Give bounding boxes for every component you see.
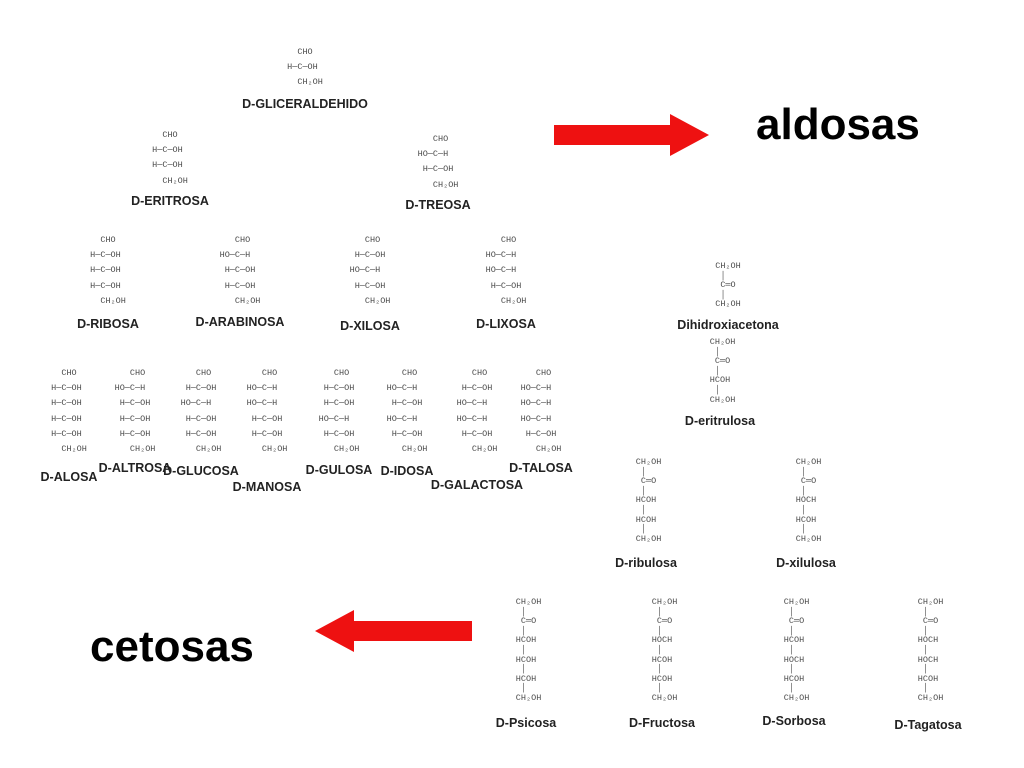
right-arrow-icon	[554, 114, 709, 156]
name-d-galactosa: D-GALACTOSA	[430, 478, 524, 492]
structure-d-alosa: CHO H─C─OH H─C─OH H─C─OH H─C─OH CH₂OH	[51, 368, 87, 455]
name-d-ribosa: D-RIBOSA	[77, 317, 139, 331]
molecule-d-ribosa: CHO H─C─OH H─C─OH H─C─OH CH₂OH D-RIBOSA	[68, 233, 148, 331]
molecule-d-glucosa: CHO H─C─OH HO─C─H H─C─OH H─C─OH CH₂OH D-…	[163, 366, 239, 478]
structure-d-gliceraldehido: CHO H─C─OH CH₂OH	[287, 47, 323, 88]
structure-d-eritrulosa: CH₂OH │ C═O │ HCOH │ CH₂OH	[709, 337, 736, 405]
name-d-psicosa: D-Psicosa	[495, 716, 557, 730]
structure-d-sorbosa: CH₂OH │ C═O │ HCOH │ HOCH │ HCOH │ CH₂OH	[783, 597, 810, 703]
molecule-d-alosa: CHO H─C─OH H─C─OH H─C─OH H─C─OH CH₂OH D-…	[36, 366, 102, 484]
molecule-d-arabinosa: CHO HO─C─H H─C─OH H─C─OH CH₂OH D-ARABINO…	[196, 233, 285, 329]
structure-d-lixosa: CHO HO─C─H HO─C─H H─C─OH CH₂OH	[485, 235, 527, 306]
molecule-d-sorbosa: CH₂OH │ C═O │ HCOH │ HOCH │ HCOH │ CH₂OH…	[762, 597, 825, 728]
molecule-d-treosa: CHO HO─C─H H─C─OH CH₂OH D-TREOSA	[398, 132, 478, 212]
molecule-d-galactosa: CHO H─C─OH HO─C─H HO─C─H H─C─OH CH₂OH D-…	[431, 366, 523, 492]
name-d-alosa: D-ALOSA	[40, 470, 98, 484]
name-d-sorbosa: D-Sorbosa	[762, 714, 826, 728]
name-d-xilulosa: D-xilulosa	[776, 556, 836, 570]
molecule-d-manosa: CHO HO─C─H HO─C─H H─C─OH H─C─OH CH₂OH D-…	[233, 366, 302, 494]
aldosas-label: aldosas	[756, 100, 920, 149]
molecule-d-ribulosa: CH₂OH │ C═O │ HCOH │ HCOH │ CH₂OH D-ribu…	[615, 457, 677, 570]
molecule-d-idosa: CHO HO─C─H H─C─OH HO─C─H H─C─OH CH₂OH D-…	[374, 366, 440, 478]
structure-d-arabinosa: CHO HO─C─H H─C─OH H─C─OH CH₂OH	[219, 235, 261, 306]
structure-d-ribulosa: CH₂OH │ C═O │ HCOH │ HCOH │ CH₂OH	[635, 457, 662, 544]
name-d-glucosa: D-GLUCOSA	[163, 464, 239, 478]
molecule-d-gliceraldehido: CHO H─C─OH CH₂OH D-GLICERALDEHIDO	[242, 45, 368, 111]
structure-d-ribosa: CHO H─C─OH H─C─OH H─C─OH CH₂OH	[90, 235, 126, 306]
molecule-d-xilosa: CHO H─C─OH HO─C─H H─C─OH CH₂OH D-XILOSA	[330, 233, 410, 333]
structure-d-eritrosa: CHO H─C─OH H─C─OH CH₂OH	[152, 130, 188, 186]
structure-d-xilosa: CHO H─C─OH HO─C─H H─C─OH CH₂OH	[349, 235, 391, 306]
structure-d-galactosa: CHO H─C─OH HO─C─H HO─C─H H─C─OH CH₂OH	[456, 368, 498, 455]
structure-d-glucosa: CHO H─C─OH HO─C─H H─C─OH H─C─OH CH₂OH	[180, 368, 222, 455]
structure-d-manosa: CHO HO─C─H HO─C─H H─C─OH H─C─OH CH₂OH	[246, 368, 288, 455]
left-arrow-icon	[315, 610, 472, 652]
name-d-gulosa: D-GULOSA	[305, 463, 373, 477]
structure-d-treosa: CHO HO─C─H H─C─OH CH₂OH	[417, 134, 459, 190]
name-d-altrosa: D-ALTROSA	[98, 461, 172, 475]
cetosas-label: cetosas	[90, 622, 254, 671]
name-d-ribulosa: D-ribulosa	[615, 556, 677, 570]
structure-d-fructosa: CH₂OH │ C═O │ HOCH │ HCOH │ HCOH │ CH₂OH	[651, 597, 678, 703]
name-d-gliceraldehido: D-GLICERALDEHIDO	[242, 97, 368, 111]
structure-d-altrosa: CHO HO─C─H H─C─OH H─C─OH H─C─OH CH₂OH	[114, 368, 156, 455]
name-d-fructosa: D-Fructosa	[629, 716, 695, 730]
structure-d-psicosa: CH₂OH │ C═O │ HCOH │ HCOH │ HCOH │ CH₂OH	[515, 597, 542, 703]
name-dihidroxiacetona: Dihidroxiacetona	[677, 318, 779, 332]
molecule-dihidroxiacetona: CH₂OH │ C═O │ CH₂OH Dihidroxiacetona	[677, 261, 778, 332]
structure-d-xilulosa: CH₂OH │ C═O │ HOCH │ HCOH │ CH₂OH	[795, 457, 822, 544]
structure-dihidroxiacetona: CH₂OH │ C═O │ CH₂OH	[715, 261, 741, 309]
name-d-xilosa: D-XILOSA	[340, 319, 400, 333]
name-d-lixosa: D-LIXOSA	[476, 317, 536, 331]
molecule-d-xilulosa: CH₂OH │ C═O │ HOCH │ HCOH │ CH₂OH D-xilu…	[776, 457, 836, 570]
name-d-talosa: D-TALOSA	[509, 461, 573, 475]
molecule-d-fructosa: CH₂OH │ C═O │ HOCH │ HCOH │ HCOH │ CH₂OH…	[629, 597, 695, 730]
molecule-d-altrosa: CHO HO─C─H H─C─OH H─C─OH H─C─OH CH₂OH D-…	[99, 366, 172, 475]
structure-d-idosa: CHO HO─C─H H─C─OH HO─C─H H─C─OH CH₂OH	[386, 368, 428, 455]
molecule-d-lixosa: CHO HO─C─H HO─C─H H─C─OH CH₂OH D-LIXOSA	[466, 233, 546, 331]
molecule-d-eritrulosa: CH₂OH │ C═O │ HCOH │ CH₂OH D-eritrulosa	[685, 337, 755, 428]
molecule-d-tagatosa: CH₂OH │ C═O │ HOCH │ HOCH │ HCOH │ CH₂OH…	[894, 597, 961, 732]
molecule-d-psicosa: CH₂OH │ C═O │ HCOH │ HCOH │ HCOH │ CH₂OH…	[496, 597, 556, 730]
name-d-arabinosa: D-ARABINOSA	[195, 315, 285, 329]
name-d-idosa: D-IDOSA	[380, 464, 434, 478]
name-d-treosa: D-TREOSA	[405, 198, 471, 212]
structure-d-gulosa: CHO H─C─OH H─C─OH HO─C─H H─C─OH CH₂OH	[318, 368, 360, 455]
molecule-d-eritrosa: CHO H─C─OH H─C─OH CH₂OH D-ERITROSA	[130, 128, 210, 208]
molecule-d-gulosa: CHO H─C─OH H─C─OH HO─C─H H─C─OH CH₂OH D-…	[306, 366, 373, 477]
name-d-eritrulosa: D-eritrulosa	[684, 414, 756, 428]
structure-d-tagatosa: CH₂OH │ C═O │ HOCH │ HOCH │ HCOH │ CH₂OH	[917, 597, 944, 703]
molecule-d-talosa: CHO HO─C─H HO─C─H HO─C─H H─C─OH CH₂OH D-…	[508, 366, 574, 475]
name-d-eritrosa: D-ERITROSA	[131, 194, 209, 208]
structure-d-talosa: CHO HO─C─H HO─C─H HO─C─H H─C─OH CH₂OH	[520, 368, 562, 455]
name-d-manosa: D-MANOSA	[232, 480, 302, 494]
name-d-tagatosa: D-Tagatosa	[894, 718, 962, 732]
